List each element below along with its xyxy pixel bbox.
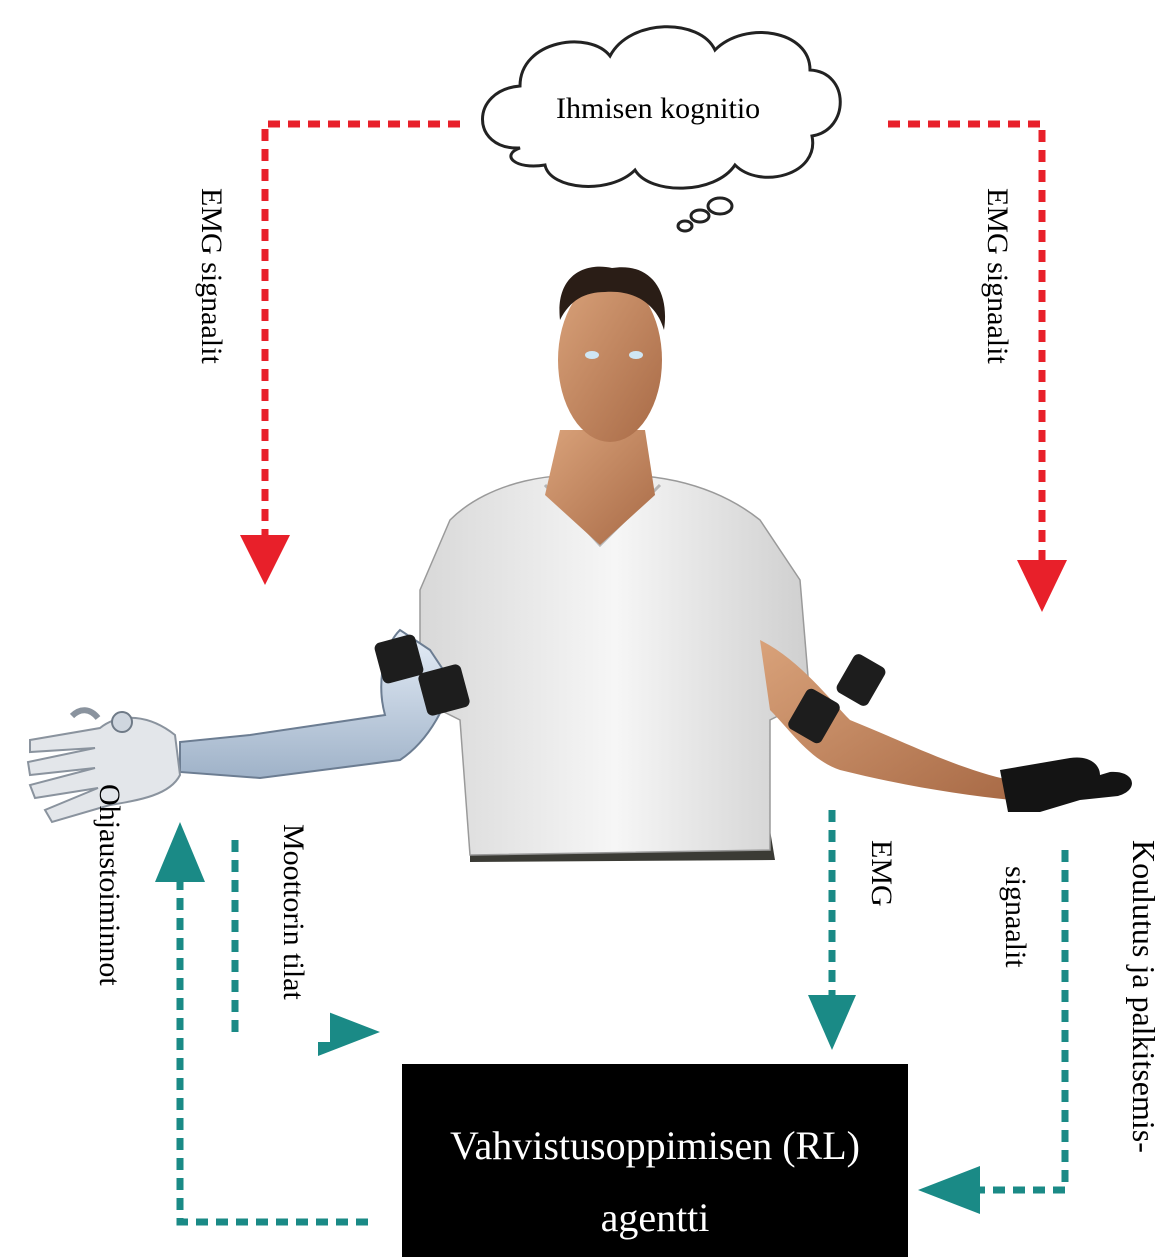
training-label-line2: signaalit	[1000, 866, 1030, 968]
rl-agent-title: Vahvistusoppimisen (RL)	[402, 1122, 908, 1169]
motor-states-label: Moottorin tilat	[278, 824, 308, 1000]
emg-left-arrow	[240, 124, 460, 585]
thought-cloud-icon	[483, 27, 841, 231]
control-actions-label: Ohjaustoiminnot	[94, 784, 124, 986]
emg-sensor-icon	[834, 652, 887, 708]
cognition-label: Ihmisen kognitio	[556, 94, 760, 124]
emg-signals-left-label: EMG signaalit	[196, 188, 226, 364]
emg-label: EMG	[866, 840, 896, 907]
rl-agent-box: Vahvistusoppimisen (RL) agentti	[402, 1064, 908, 1257]
training-label-line1: Koulutus ja palkitsemis-	[1128, 840, 1160, 1153]
emg-signals-right-label: EMG signaalit	[982, 188, 1012, 364]
rl-agent-subtitle: agentti	[402, 1194, 908, 1241]
